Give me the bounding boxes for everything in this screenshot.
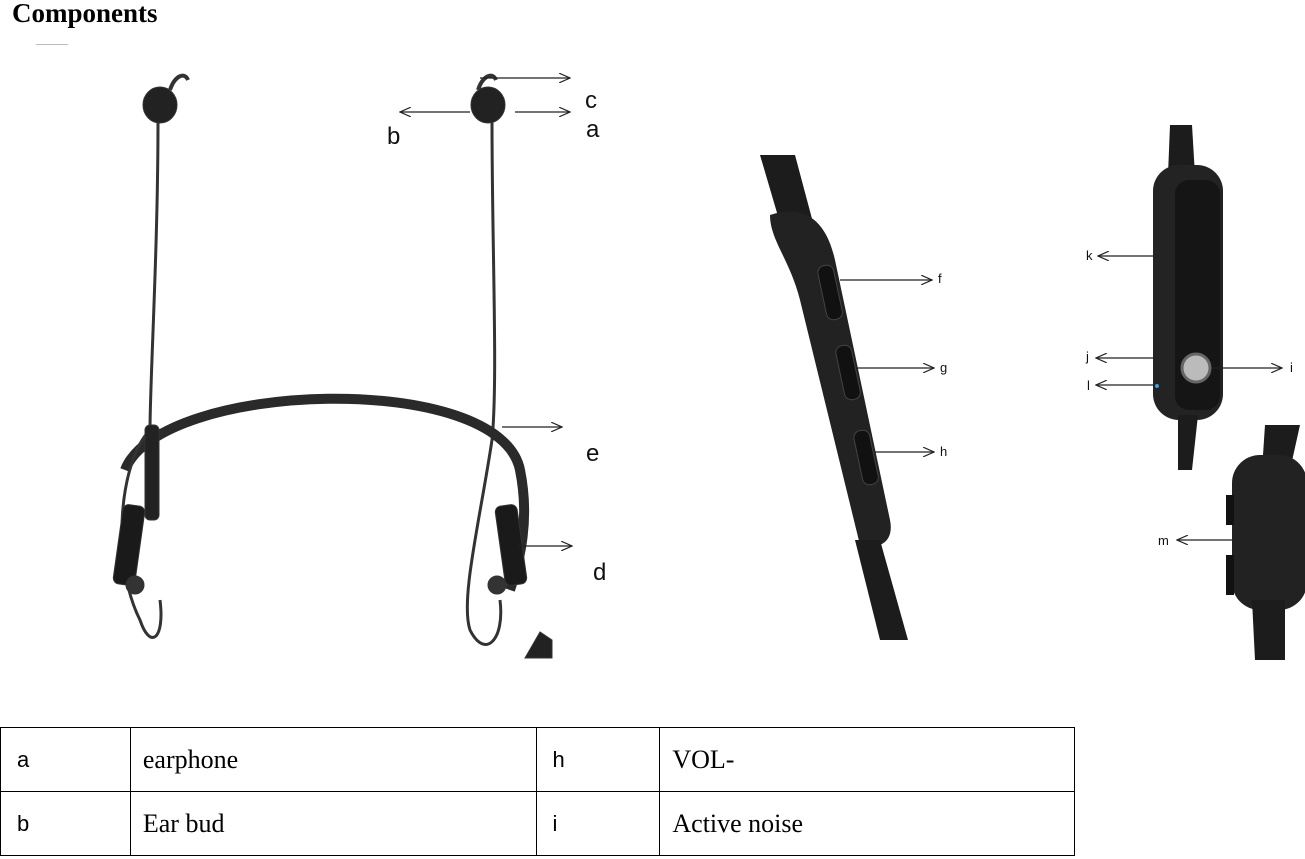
label-k: k	[1086, 248, 1093, 263]
label-e: e	[586, 440, 599, 467]
label-b: b	[387, 123, 400, 150]
controller-front-image	[1153, 125, 1305, 660]
divider	[36, 44, 68, 45]
component-key: b	[0, 791, 131, 856]
component-key: h	[535, 727, 661, 792]
neckband-headset-image	[112, 73, 553, 659]
label-j: j	[1085, 349, 1089, 364]
label-g: g	[940, 360, 947, 375]
component-name: Active noise	[659, 791, 1075, 856]
callout-arrows-3	[1096, 256, 1282, 540]
component-name: earphone	[129, 727, 537, 792]
callout-arrows-1	[400, 78, 572, 546]
components-figure: c a b e d f g h k j l	[112, 0, 1305, 660]
label-c: c	[585, 87, 597, 114]
controller-side-image	[760, 155, 908, 640]
component-name: Ear bud	[129, 791, 537, 856]
page-title: Components	[12, 0, 158, 28]
label-m: m	[1158, 533, 1169, 548]
label-d: d	[593, 559, 606, 586]
components-table: a earphone h VOL- b Ear bud i Active noi…	[0, 727, 1075, 856]
label-h: h	[940, 444, 947, 459]
component-key: a	[0, 727, 131, 792]
component-name: VOL-	[659, 727, 1075, 792]
label-a: a	[586, 116, 600, 143]
label-i: i	[1290, 360, 1293, 375]
table-row: b Ear bud i Active noise	[0, 791, 1075, 856]
label-f: f	[938, 271, 942, 286]
component-key: i	[535, 791, 661, 856]
table-row: a earphone h VOL-	[0, 727, 1075, 792]
callout-arrows-2	[840, 280, 934, 452]
label-l: l	[1087, 378, 1090, 393]
